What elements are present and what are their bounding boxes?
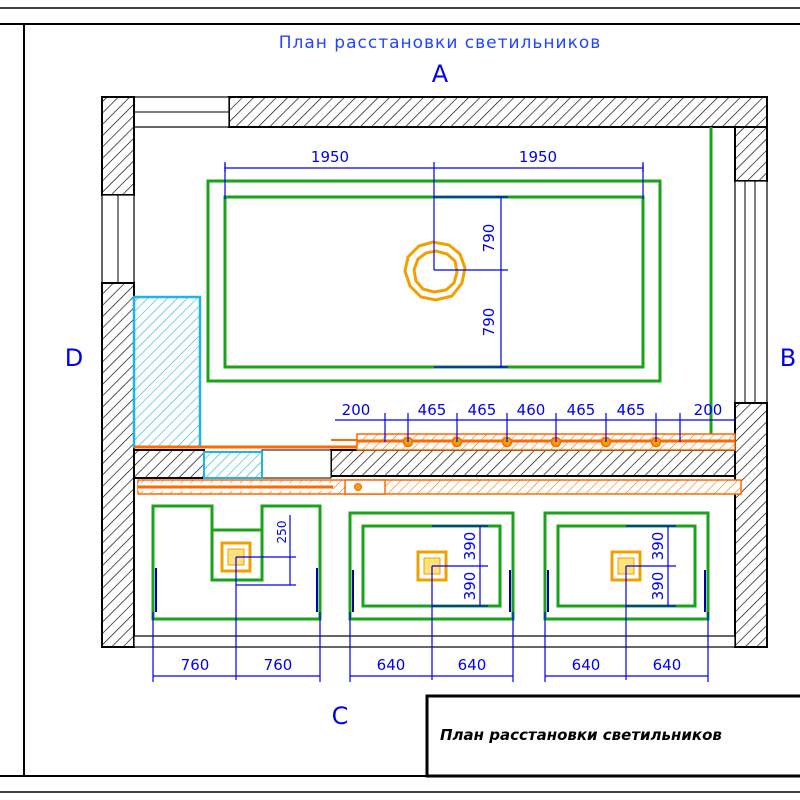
dim-vert-bottom: 790 bbox=[480, 308, 498, 337]
side-label-b: B bbox=[780, 344, 796, 372]
dim-bottom-1: 760 bbox=[181, 656, 210, 674]
dim-room2-lower: 390 bbox=[461, 572, 479, 601]
title-block-text: План расстановки светильников bbox=[440, 726, 722, 744]
plan-title: План расстановки светильников bbox=[279, 33, 602, 53]
wall-stub bbox=[261, 449, 332, 479]
dim-bottom-4: 640 bbox=[458, 656, 487, 674]
dim-top-right: 1950 bbox=[519, 148, 557, 166]
dim-room3-upper: 390 bbox=[649, 532, 667, 561]
dim-strip-4: 460 bbox=[517, 401, 546, 419]
room-3-dims bbox=[625, 525, 676, 680]
side-label-d: D bbox=[65, 344, 83, 372]
room-1-dims bbox=[235, 515, 296, 680]
side-label-c: C bbox=[332, 702, 349, 730]
wall-right-upper bbox=[734, 126, 768, 182]
dim-vert-top: 790 bbox=[480, 224, 498, 253]
dim-strip-3: 465 bbox=[468, 401, 497, 419]
glass-block bbox=[203, 451, 263, 479]
dim-bottom-6: 640 bbox=[653, 656, 682, 674]
side-label-a: A bbox=[432, 60, 449, 88]
dim-top-left: 1950 bbox=[311, 148, 349, 166]
walls bbox=[101, 96, 768, 648]
wall-right-lower bbox=[734, 402, 768, 648]
title-block: План расстановки светильников bbox=[425, 694, 800, 778]
strip-dimension-line bbox=[335, 413, 735, 442]
room-1-ceiling bbox=[151, 504, 322, 621]
wall-top bbox=[228, 96, 768, 128]
dim-bottom-5: 640 bbox=[572, 656, 601, 674]
dim-strip-6: 465 bbox=[617, 401, 646, 419]
room-2-dims bbox=[431, 525, 488, 680]
dim-bottom-2: 760 bbox=[264, 656, 293, 674]
led-strip-lower bbox=[137, 479, 742, 495]
dim-strip-2: 465 bbox=[418, 401, 447, 419]
main-ceiling bbox=[206, 127, 713, 440]
dim-strip-5: 465 bbox=[567, 401, 596, 419]
bottom-dimension-line bbox=[152, 612, 709, 682]
spotlight-icon bbox=[354, 483, 362, 491]
wall-left-lower bbox=[101, 282, 135, 648]
dim-bottom-3: 640 bbox=[377, 656, 406, 674]
glass-partition bbox=[132, 295, 202, 449]
dim-strip-7: 200 bbox=[694, 401, 723, 419]
main-dimensions bbox=[224, 162, 644, 368]
wall-partition bbox=[330, 449, 736, 477]
dim-strip-1: 200 bbox=[342, 401, 371, 419]
dim-room2-upper: 390 bbox=[461, 532, 479, 561]
window-bottom bbox=[133, 635, 736, 648]
wall-partition-left bbox=[133, 449, 205, 479]
chandelier-icon bbox=[403, 240, 467, 302]
window-right bbox=[734, 180, 768, 404]
dim-room1-small: 250 bbox=[275, 521, 289, 544]
dim-room3-lower: 390 bbox=[649, 572, 667, 601]
led-strip-upper bbox=[134, 433, 736, 451]
wall-left-upper bbox=[101, 96, 135, 196]
